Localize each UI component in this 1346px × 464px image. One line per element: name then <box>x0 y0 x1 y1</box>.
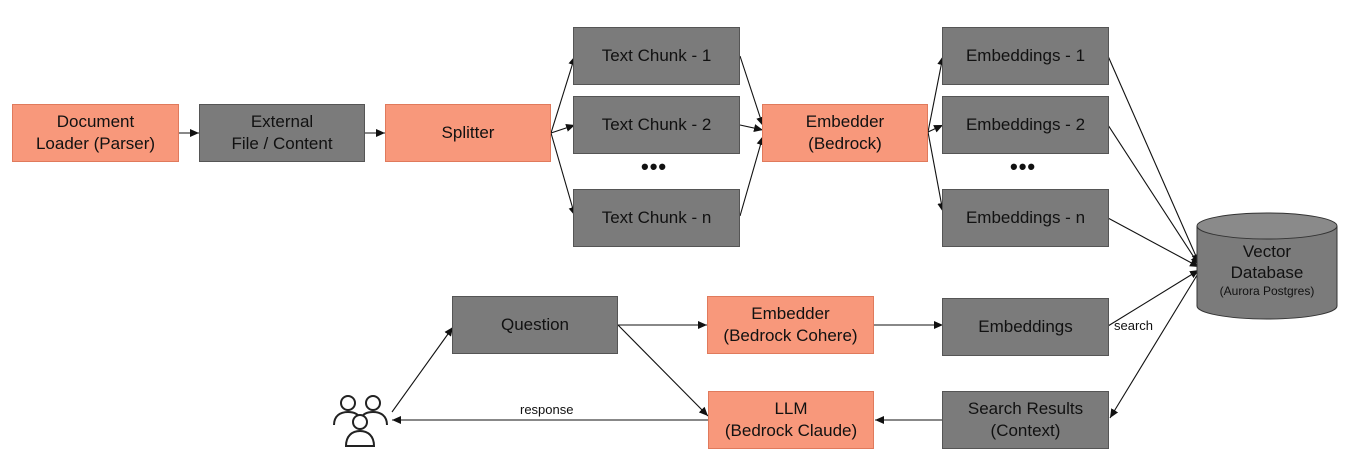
node-label-line2: Loader (Parser) <box>35 134 156 153</box>
node-label-line1: Embeddings - 1 <box>965 46 1086 65</box>
node-label-line2: (Bedrock Claude) <box>724 421 858 440</box>
edge-embeddings-vectordb <box>1107 269 1200 327</box>
vector-database-cylinder <box>1196 212 1338 320</box>
node-label-line2: Database <box>1230 263 1304 282</box>
splitter-node: Splitter <box>385 104 551 162</box>
edge-embedder-emb2 <box>927 124 944 133</box>
node-label-line1: Document <box>56 112 135 131</box>
llm-bedrock-claude-node: LLM (Bedrock Claude) <box>708 391 874 449</box>
node-label-line2: File / Content <box>231 134 333 153</box>
node-label-line1: Text Chunk - 1 <box>601 46 712 65</box>
edge-splitter-chunk2 <box>550 124 576 134</box>
search-edge-label: search <box>1114 318 1154 333</box>
search-results-node: Search Results (Context) <box>942 391 1109 449</box>
edge-splitter-chunk1 <box>550 55 577 134</box>
node-label-line1: Vector <box>1242 242 1292 261</box>
node-label-line1: Question <box>500 315 570 334</box>
edge-embn-vectordb <box>1107 217 1200 268</box>
node-label-line1: Embedder <box>805 112 885 131</box>
edge-emb2-vectordb <box>1107 124 1200 266</box>
edge-chunkn-embedder <box>739 135 765 217</box>
chunks-ellipsis: ••• <box>641 154 668 179</box>
node-label-line2: (Context) <box>990 421 1061 440</box>
embeddings-ellipsis: ••• <box>1010 154 1037 179</box>
text-chunk-2-node: Text Chunk - 2 <box>573 96 740 154</box>
edge-emb1-vectordb <box>1107 55 1200 264</box>
text-chunk-n-node: Text Chunk - n <box>573 189 740 247</box>
external-file-node: External File / Content <box>199 104 365 162</box>
edge-vectordb-searchresults <box>1109 271 1200 419</box>
node-label-line1: LLM <box>774 399 808 418</box>
edge-users-question <box>391 326 454 413</box>
embeddings-2-node: Embeddings - 2 <box>942 96 1109 154</box>
embedder-bedrock-cohere-node: Embedder (Bedrock Cohere) <box>707 296 874 354</box>
embedder-bedrock-node: Embedder (Bedrock) <box>762 104 928 162</box>
node-label-line2: (Bedrock) <box>808 134 882 153</box>
node-label-line1: Embeddings - n <box>965 208 1086 227</box>
node-label-line3: (Aurora Postgres) <box>1219 284 1315 298</box>
edge-chunk1-embedder <box>739 55 764 127</box>
edge-splitter-chunkn <box>550 132 577 217</box>
edge-chunk2-embedder <box>739 124 764 132</box>
embeddings-1-node: Embeddings - 1 <box>942 27 1109 85</box>
vector-database-label: Vector Database (Aurora Postgres) <box>1196 241 1338 299</box>
edge-question-llm <box>617 324 709 417</box>
text-chunk-1-node: Text Chunk - 1 <box>573 27 740 85</box>
node-label-line1: External <box>250 112 314 131</box>
node-label-line1: Text Chunk - 2 <box>601 115 712 134</box>
node-label-line1: Embedder <box>751 304 830 323</box>
node-label-line2: (Bedrock Cohere) <box>723 326 858 345</box>
node-label-line1: Search Results <box>967 399 1084 418</box>
embeddings-node: Embeddings <box>942 298 1109 356</box>
node-label-line1: Text Chunk - n <box>601 208 712 227</box>
embeddings-n-node: Embeddings - n <box>942 189 1109 247</box>
edge-embedder-embn <box>927 131 946 213</box>
users-icon <box>333 395 388 447</box>
edge-embedder-emb1 <box>927 55 946 133</box>
node-label-line1: Embeddings <box>978 317 1073 336</box>
document-loader-node: Document Loader (Parser) <box>12 104 179 162</box>
node-label-line1: Splitter <box>441 123 495 142</box>
node-label-line1: Embeddings - 2 <box>965 115 1086 134</box>
response-edge-label: response <box>520 402 574 417</box>
question-node: Question <box>452 296 618 354</box>
